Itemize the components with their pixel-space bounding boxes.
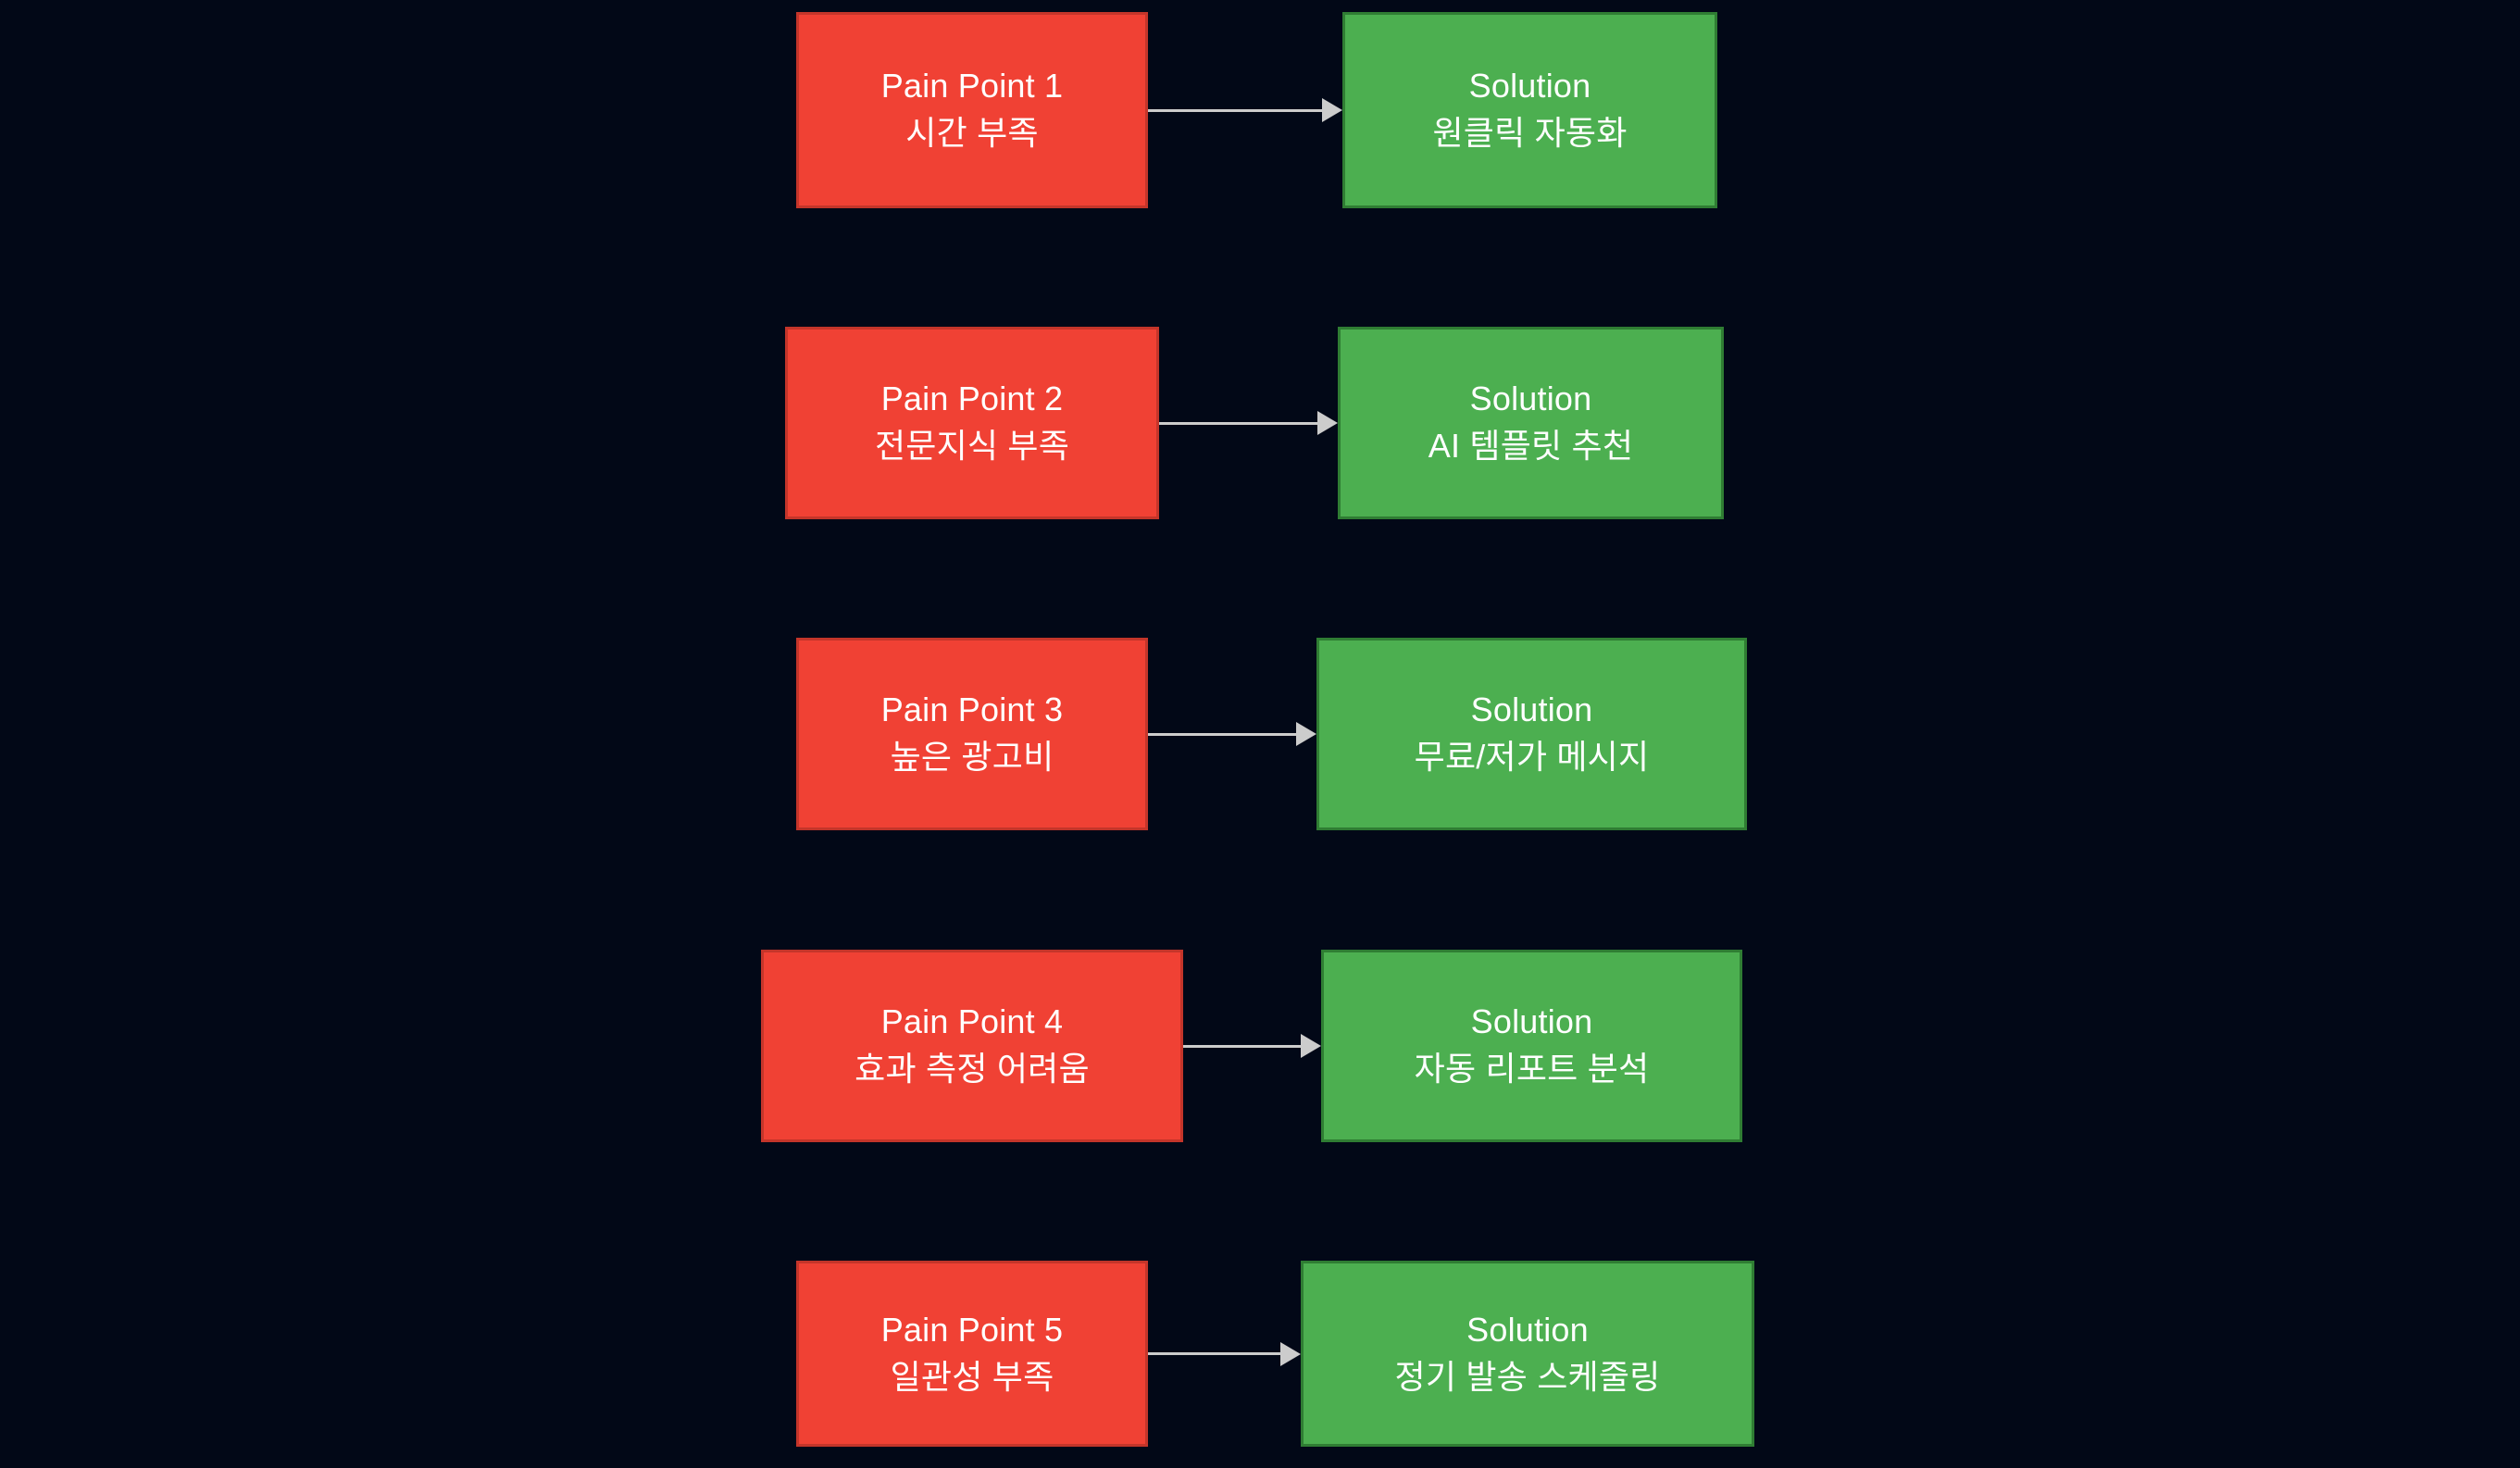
- solution-title: Solution: [1466, 1310, 1589, 1349]
- arrow-right-icon: [1280, 1341, 1301, 1366]
- solution-node[interactable]: Solution 정기 발송 스케줄링: [1301, 1261, 1754, 1447]
- arrow-right-icon: [1317, 411, 1338, 435]
- flow-arrow: [1183, 1032, 1321, 1060]
- arrow-right-icon: [1296, 722, 1316, 746]
- arrow-right-icon: [1301, 1034, 1321, 1058]
- solution-title: Solution: [1468, 67, 1591, 106]
- flow-row: Pain Point 1 시간 부족 Solution 원클릭 자동화: [0, 12, 2520, 208]
- solution-title: Solution: [1470, 690, 1593, 729]
- solution-node[interactable]: Solution 자동 리포트 분석: [1321, 950, 1742, 1142]
- arrow-right-icon: [1322, 98, 1342, 122]
- solution-title: Solution: [1469, 379, 1592, 418]
- flow-arrow: [1148, 96, 1342, 124]
- flow-row: Pain Point 2 전문지식 부족 Solution AI 템플릿 추천: [0, 327, 2520, 519]
- pain-point-node[interactable]: Pain Point 4 효과 측정 어려움: [761, 950, 1183, 1142]
- solution-detail: 정기 발송 스케줄링: [1394, 1357, 1661, 1396]
- pain-point-title: Pain Point 4: [880, 1002, 1064, 1041]
- solution-detail: 무료/저가 메시지: [1414, 738, 1650, 776]
- pain-point-title: Pain Point 5: [880, 1310, 1064, 1349]
- arrow-line: [1148, 108, 1323, 112]
- arrow-line: [1148, 1352, 1281, 1355]
- flow-row: Pain Point 4 효과 측정 어려움 Solution 자동 리포트 분…: [0, 950, 2520, 1142]
- pain-point-detail: 높은 광고비: [890, 738, 1054, 776]
- pain-point-node[interactable]: Pain Point 2 전문지식 부족: [785, 327, 1159, 519]
- pain-point-detail: 효과 측정 어려움: [855, 1050, 1090, 1088]
- solution-node[interactable]: Solution AI 템플릿 추천: [1338, 327, 1724, 519]
- pain-point-node[interactable]: Pain Point 5 일관성 부족: [796, 1261, 1148, 1447]
- pain-point-detail: 시간 부족: [905, 114, 1039, 152]
- solution-node[interactable]: Solution 원클릭 자동화: [1342, 12, 1717, 208]
- solution-detail: 자동 리포트 분석: [1414, 1050, 1650, 1088]
- solution-node[interactable]: Solution 무료/저가 메시지: [1316, 638, 1747, 830]
- pain-point-node[interactable]: Pain Point 1 시간 부족: [796, 12, 1148, 208]
- flow-arrow: [1159, 409, 1338, 437]
- pain-point-title: Pain Point 3: [880, 690, 1064, 729]
- pain-point-detail: 일관성 부족: [890, 1357, 1054, 1396]
- pain-point-detail: 전문지식 부족: [874, 427, 1070, 465]
- flow-row: Pain Point 3 높은 광고비 Solution 무료/저가 메시지: [0, 638, 2520, 830]
- arrow-line: [1183, 1044, 1302, 1048]
- solution-detail: AI 템플릿 추천: [1428, 427, 1634, 465]
- flow-arrow: [1148, 1340, 1301, 1368]
- pain-point-node[interactable]: Pain Point 3 높은 광고비: [796, 638, 1148, 830]
- flow-arrow: [1148, 720, 1316, 748]
- pain-point-title: Pain Point 2: [880, 379, 1064, 418]
- flow-row: Pain Point 5 일관성 부족 Solution 정기 발송 스케줄링: [0, 1261, 2520, 1447]
- arrow-line: [1159, 421, 1318, 425]
- arrow-line: [1148, 732, 1297, 736]
- solution-title: Solution: [1470, 1002, 1593, 1041]
- pain-point-title: Pain Point 1: [880, 67, 1064, 106]
- solution-detail: 원클릭 자동화: [1432, 114, 1628, 152]
